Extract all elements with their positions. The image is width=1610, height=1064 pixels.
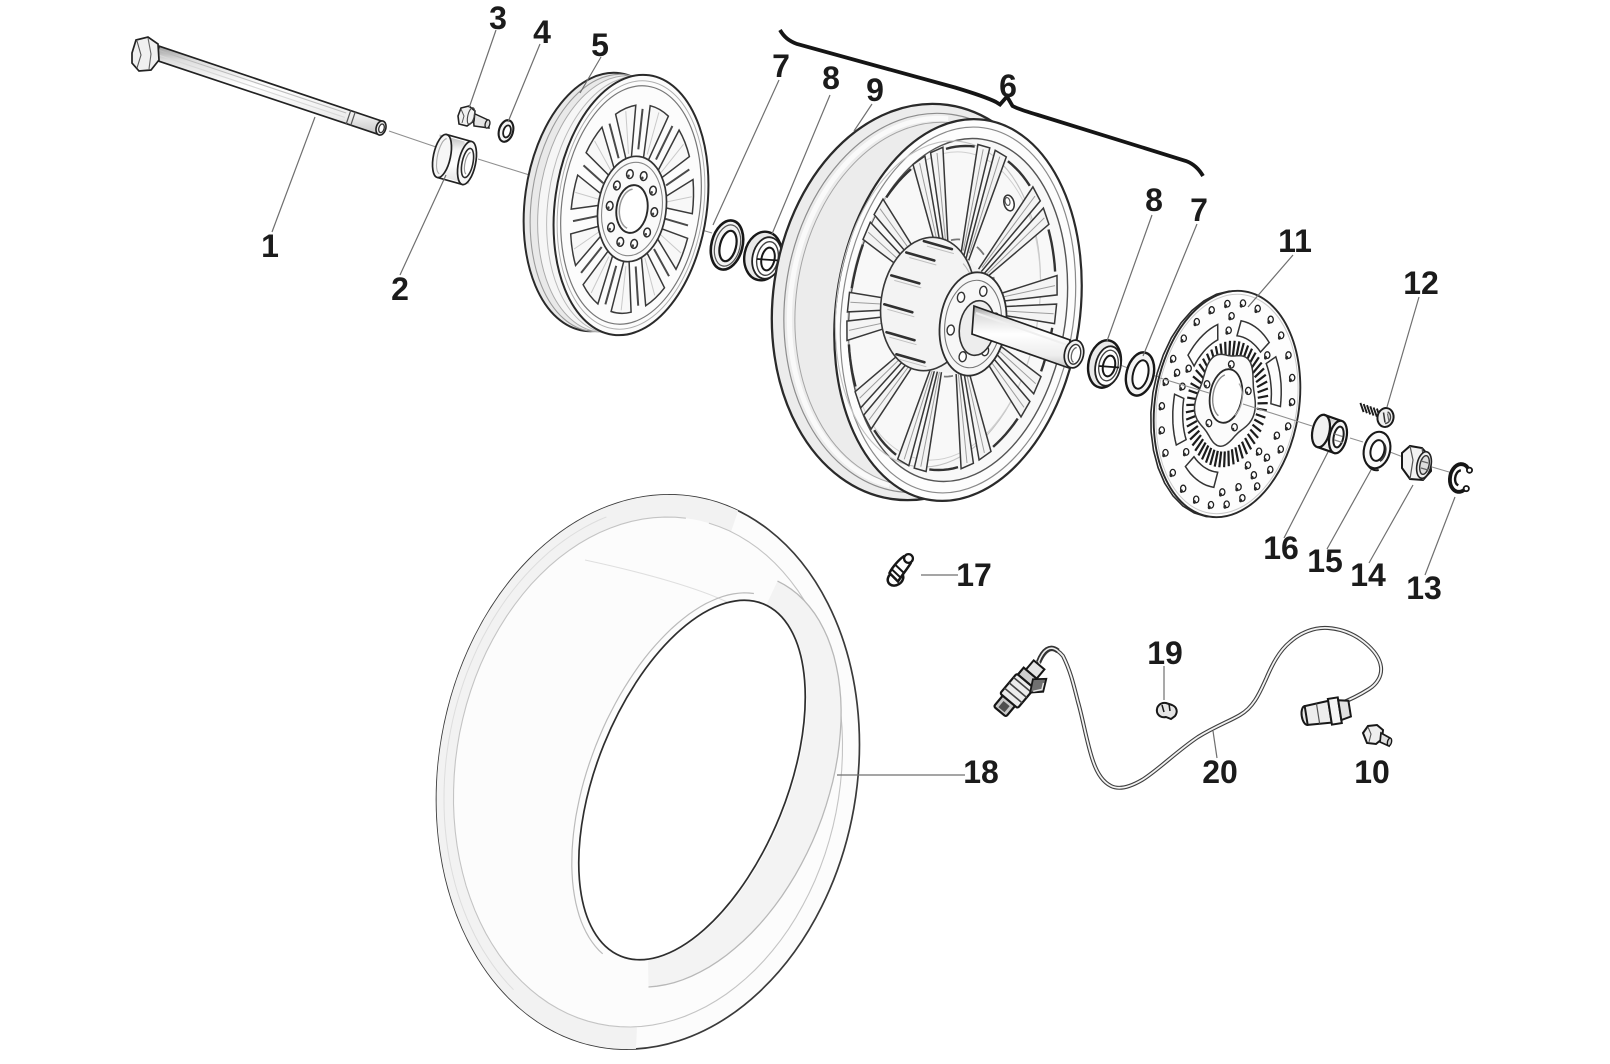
svg-text:10: 10 (1354, 754, 1390, 790)
svg-text:5: 5 (591, 27, 609, 63)
svg-text:13: 13 (1406, 570, 1442, 606)
svg-text:6: 6 (999, 68, 1017, 104)
svg-text:18: 18 (963, 754, 999, 790)
svg-text:15: 15 (1307, 543, 1343, 579)
svg-text:8: 8 (822, 60, 840, 96)
svg-text:11: 11 (1278, 223, 1312, 259)
svg-text:1: 1 (261, 228, 279, 264)
svg-text:16: 16 (1263, 530, 1299, 566)
svg-text:3: 3 (489, 0, 507, 36)
svg-text:2: 2 (391, 271, 409, 307)
svg-text:8: 8 (1145, 182, 1163, 218)
svg-text:7: 7 (772, 48, 790, 84)
svg-text:17: 17 (956, 557, 992, 593)
svg-text:19: 19 (1147, 635, 1183, 671)
svg-text:14: 14 (1350, 557, 1386, 593)
svg-text:7: 7 (1190, 192, 1208, 228)
svg-text:12: 12 (1403, 265, 1439, 301)
svg-text:4: 4 (533, 14, 551, 50)
svg-text:20: 20 (1202, 754, 1238, 790)
svg-text:9: 9 (866, 72, 884, 108)
